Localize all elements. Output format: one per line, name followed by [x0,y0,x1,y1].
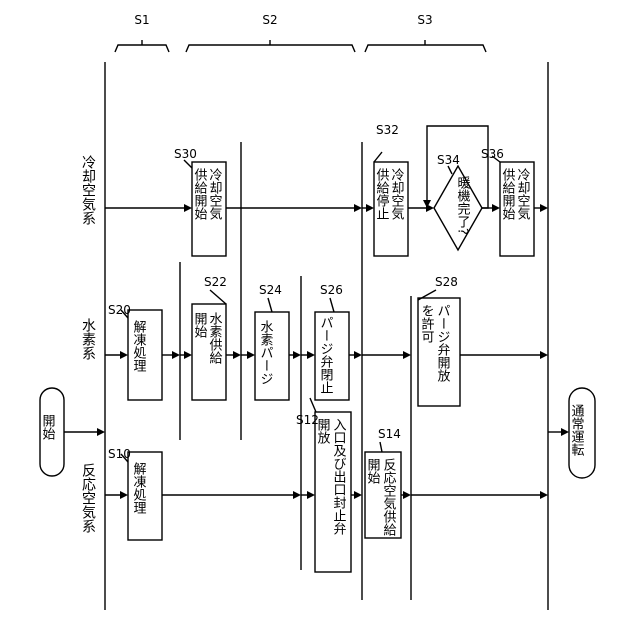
lane-label-reaction: 反応空気系 [80,463,96,533]
step-id-s34: S34 [437,153,460,167]
step-s32-line2: 供給停止 [374,168,390,220]
step-s28-line1: パージ弁開放 [435,304,451,383]
step-id-s36: S36 [481,147,504,161]
end-terminal: 通常運転 [548,388,595,478]
end-label: 通常運転 [569,404,585,457]
step-id-s10: S10 [108,447,131,461]
phase-brace-s3: S3 [365,13,486,52]
step-id-s22: S22 [204,275,227,289]
step-s36-line2: 供給開始 [500,168,516,220]
step-s28-line2: を許可 [419,304,435,343]
step-id-s26: S26 [320,283,343,297]
step-s36-line1: 冷却空気 [515,168,531,221]
decision-s34-text: 暖機完了? [455,176,471,235]
step-s30-line1: 冷却空気 [207,168,223,221]
step-id-s32: S32 [376,123,399,137]
step-s22-line2: 開始 [192,312,208,338]
step-s12-line1: 入口及び出口封止弁 [331,418,347,535]
lane-reaction: 解凍処理 S10 入口及び出口封止弁 開放 S12 反応空気供給 開始 S14 [105,398,548,572]
step-id-s24: S24 [259,283,282,297]
phase-label-s3: S3 [417,13,432,27]
phase-brace-s1: S1 [115,13,169,52]
phase-label-s2: S2 [262,13,277,27]
lane-label-cooling: 冷却空気系 [80,155,96,225]
lane-label-hydrogen: 水素系 [80,318,96,360]
step-id-s14: S14 [378,427,401,441]
step-s20-text: 解凍処理 [131,320,147,372]
step-s24-text: 水素パージ [258,320,274,385]
step-id-s30: S30 [174,147,197,161]
step-id-s12: S12 [296,413,319,427]
step-id-s28: S28 [435,275,458,289]
lane-cooling: 冷却空気 供給開始 S30 冷却空気 供給停止 S32 暖機完了? S34 冷却… [105,123,548,256]
lane-hydrogen: 解凍処理 S20 水素供給 開始 S22 水素パージ S24 パージ弁閉止 S2… [105,275,548,406]
step-s30-line2: 供給開始 [192,168,208,220]
step-id-s20: S20 [108,303,131,317]
step-s10-text: 解凍処理 [131,462,147,514]
step-s14-line1: 反応空気供給 [381,458,397,536]
step-s32-line1: 冷却空気 [389,168,405,221]
phase-label-s1: S1 [134,13,149,27]
phase-brace-s2: S2 [186,13,355,52]
start-label: 開始 [40,414,56,440]
step-s26-text: パージ弁閉止 [318,316,334,394]
step-s22-line1: 水素供給 [207,312,223,364]
step-s14-line2: 開始 [365,458,381,484]
